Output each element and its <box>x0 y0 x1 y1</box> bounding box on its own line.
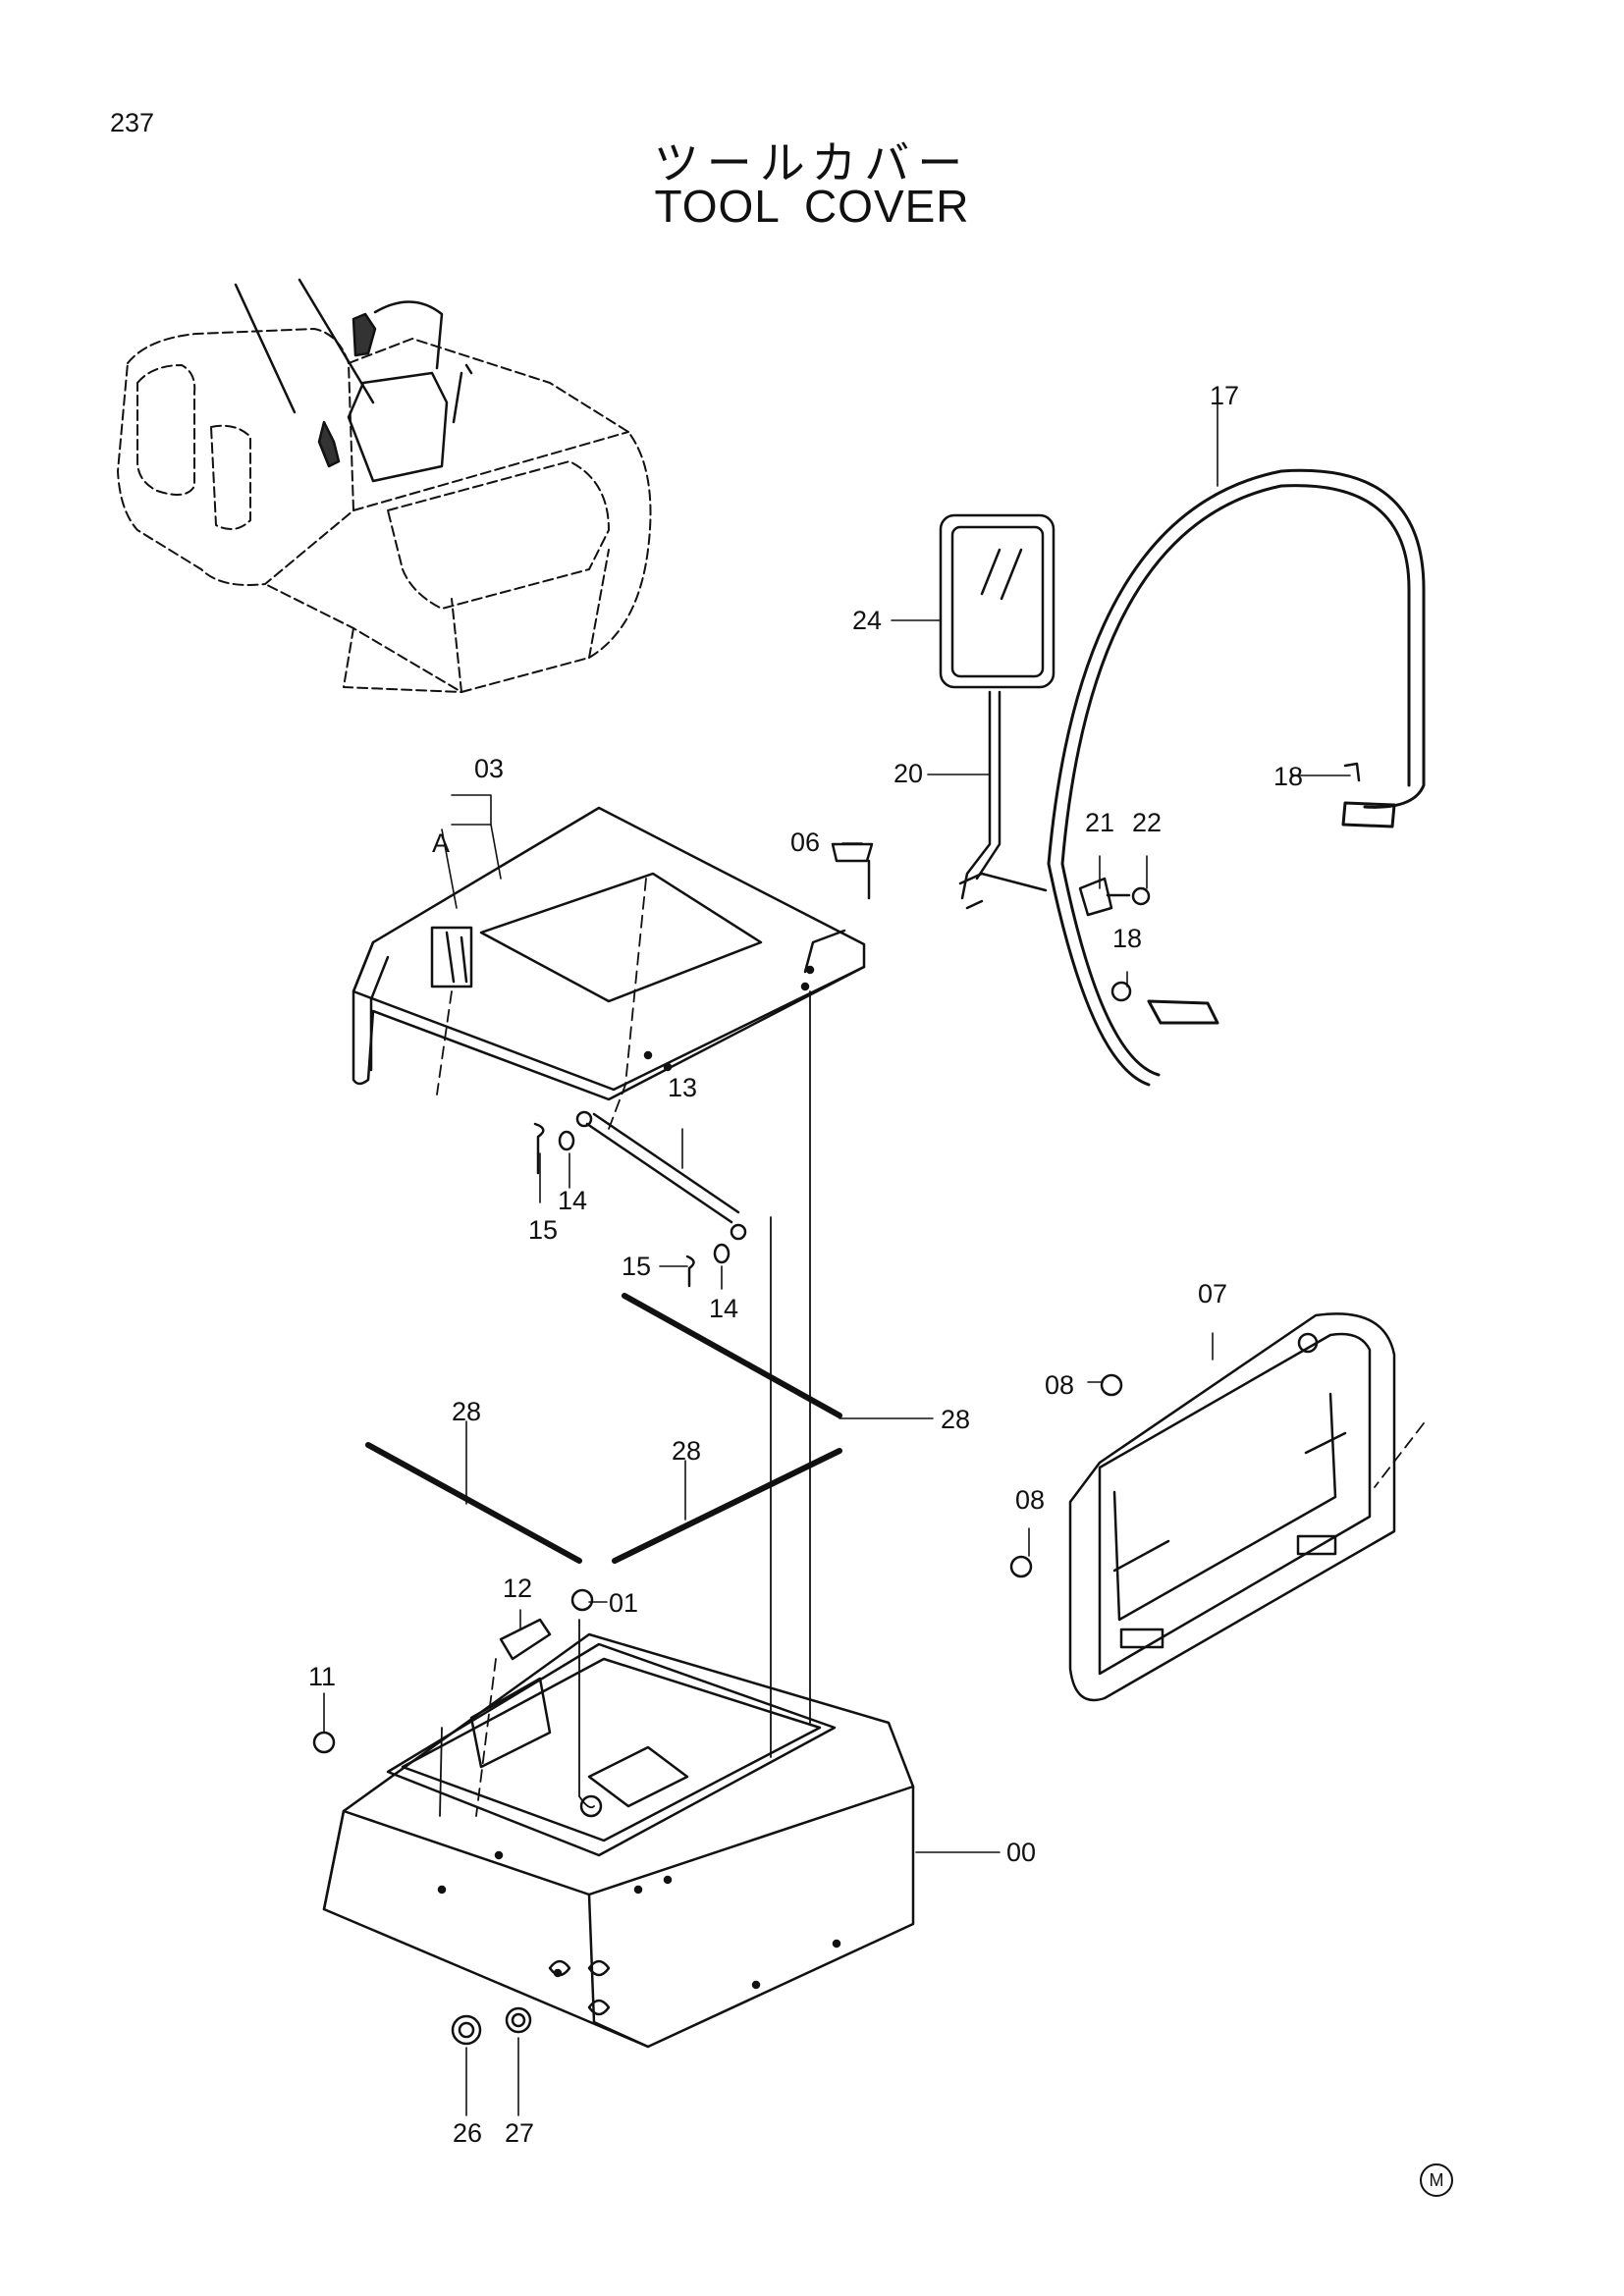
side-cover-07 <box>1068 1312 1396 1702</box>
tool-cover-03 <box>352 806 866 1101</box>
callout-21: 21 <box>1085 808 1115 837</box>
hardware-items <box>312 762 1361 2046</box>
title-english: TOOL COVER <box>654 181 970 232</box>
leader-lines <box>323 401 1351 2116</box>
callout-03: 03 <box>474 754 505 783</box>
callout-11: 11 <box>308 1662 337 1691</box>
mirror-24 <box>939 513 1056 689</box>
callout-22: 22 <box>1132 808 1163 837</box>
gas-spring-13 <box>575 1110 747 1241</box>
callout-20: 20 <box>893 759 924 788</box>
mirror-stay-20 <box>958 690 1048 910</box>
callout-14-left: 14 <box>558 1186 588 1215</box>
assembly-solid-lines <box>439 990 811 1817</box>
overview-tool-box-highlight <box>234 278 473 483</box>
view-label-a: A <box>432 828 451 858</box>
callout-28-left: 28 <box>452 1397 482 1426</box>
callout-15-right: 15 <box>622 1252 652 1281</box>
tool-box-00 <box>322 1632 915 2049</box>
handrail-17 <box>1047 468 1426 1087</box>
page-number: 237 <box>110 108 155 137</box>
machine-overview-illustration <box>117 328 652 693</box>
callout-15-left: 15 <box>528 1215 559 1245</box>
title-japanese: ツールカバー <box>653 136 971 189</box>
seal-strips-28 <box>365 1293 842 1564</box>
callout-00: 00 <box>1006 1838 1037 1867</box>
callout-26: 26 <box>453 2118 483 2148</box>
callout-08-upper: 08 <box>1045 1370 1075 1400</box>
callout-28-middle: 28 <box>672 1436 702 1466</box>
callout-06: 06 <box>790 828 821 857</box>
assembly-lines <box>436 878 1425 1817</box>
callout-28-right: 28 <box>941 1405 971 1434</box>
corner-mark: M <box>1420 2163 1453 2197</box>
callout-18-lower: 18 <box>1112 924 1143 953</box>
callout-12: 12 <box>503 1574 533 1603</box>
callout-17: 17 <box>1210 381 1240 410</box>
callout-18-upper: 18 <box>1273 762 1304 791</box>
callout-14-right: 14 <box>709 1294 739 1323</box>
callout-01: 01 <box>609 1588 639 1618</box>
washers-and-pins <box>533 1122 731 1288</box>
callout-24: 24 <box>852 606 883 635</box>
callout-27: 27 <box>505 2118 535 2148</box>
callout-07: 07 <box>1198 1279 1228 1308</box>
callout-08-lower: 08 <box>1015 1485 1046 1515</box>
callout-13: 13 <box>668 1073 698 1102</box>
